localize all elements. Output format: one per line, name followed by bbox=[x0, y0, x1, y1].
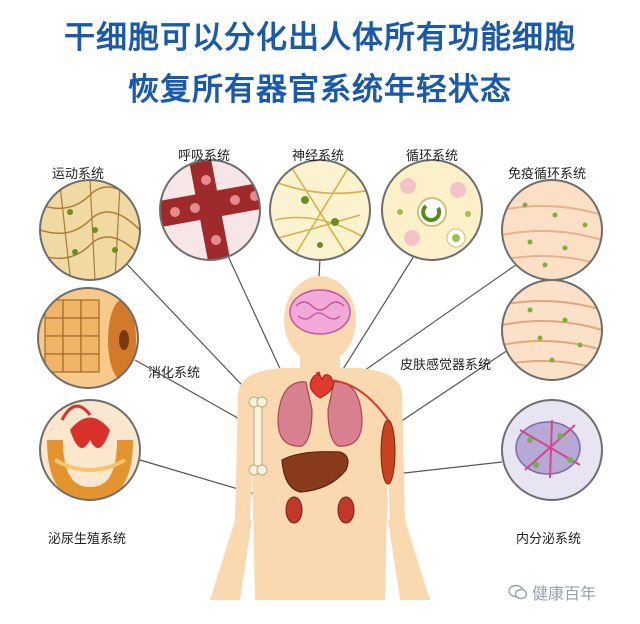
label-motor-system: 运动系统 bbox=[52, 167, 105, 182]
label-endocrine-system: 内分泌系统 bbox=[516, 532, 582, 547]
kidneys-icon bbox=[285, 496, 355, 524]
lungs-icon bbox=[277, 381, 363, 447]
connector-motor bbox=[124, 261, 259, 403]
immune-system-cell-image bbox=[502, 180, 602, 280]
wechat-icon bbox=[508, 584, 528, 600]
endocrine-system-cell-image bbox=[502, 400, 602, 500]
muscle-icon bbox=[380, 419, 396, 485]
title-line-2: 恢复所有器官系统年轻状态 bbox=[128, 72, 512, 108]
title-line-1: 干细胞可以分化出人体所有功能细胞 bbox=[64, 20, 576, 56]
respiratory-system-cell-image bbox=[160, 160, 260, 260]
label-urinary-system: 泌尿生殖系统 bbox=[48, 532, 127, 547]
bone-icon bbox=[248, 396, 268, 476]
circulatory-system-cell-image bbox=[382, 160, 482, 260]
watermark-text: 健康百年 bbox=[532, 584, 597, 603]
nervous-system-cell-image bbox=[270, 160, 370, 260]
watermark: 健康百年 bbox=[508, 580, 596, 604]
label-immune-system: 免疫循环系统 bbox=[508, 167, 587, 182]
skin-system-cell-image bbox=[502, 280, 602, 380]
urinary-system-cell-image bbox=[40, 400, 140, 500]
brain-icon bbox=[289, 289, 351, 335]
label-skin-system: 皮肤感觉器系统 bbox=[400, 358, 492, 373]
digestive-system-cell-image bbox=[38, 288, 138, 388]
label-digestive-system: 消化系统 bbox=[148, 366, 201, 381]
label-nervous-system: 神经系统 bbox=[292, 149, 345, 164]
label-respiratory-system: 呼吸系统 bbox=[178, 149, 231, 164]
label-circulatory-system: 循环系统 bbox=[406, 149, 459, 164]
liver-icon bbox=[281, 451, 349, 493]
blood-vessel-icon bbox=[325, 379, 389, 421]
connector-skin bbox=[387, 349, 509, 431]
